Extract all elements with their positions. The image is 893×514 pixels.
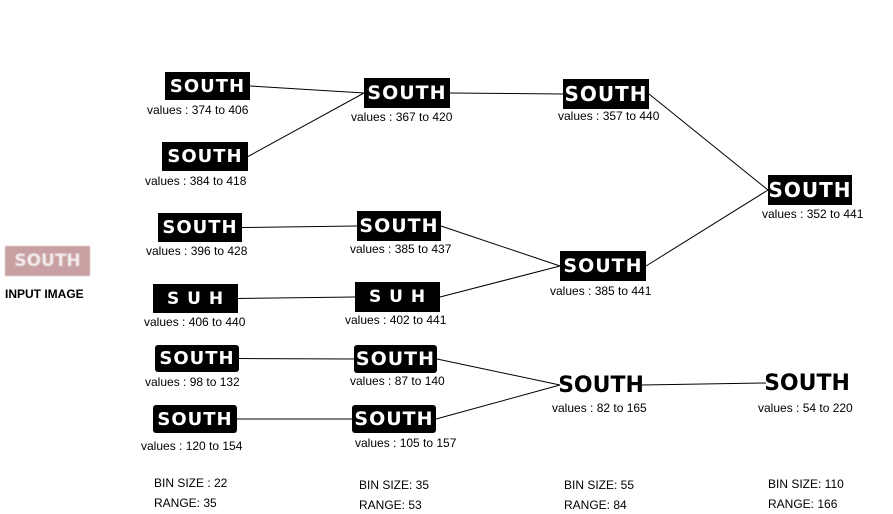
node-b5-image: SOUTH [352,405,436,433]
node-b1-image: SOUTH [364,78,450,108]
node-b3-values: values : 402 to 441 [345,313,447,327]
edge-a5-b4 [238,358,355,360]
node-b1-values: values : 367 to 420 [351,110,453,124]
node-b4-values: values : 87 to 140 [350,374,445,388]
node-b2-image: SOUTH [357,211,441,241]
input-image-caption: INPUT IMAGE [5,287,84,301]
edge-a3-b2 [241,225,358,228]
node-d2-values: values : 54 to 220 [758,401,853,415]
node-a3-values: values : 396 to 428 [146,244,248,258]
bin-size-col3: BIN SIZE: 55 [564,478,635,492]
node-c2-values: values : 385 to 441 [550,284,652,298]
range-col3: RANGE: 84 [564,498,627,512]
input-image: SOUTH [5,246,90,276]
range-col4: RANGE: 166 [768,497,838,511]
edge-a2-b1 [247,92,365,157]
edge-b5-c3 [435,384,561,420]
node-a2-values: values : 384 to 418 [145,174,247,188]
node-b3-image: S U H [355,282,440,312]
bin-info-col4: BIN SIZE: 110 RANGE: 166 [768,474,844,514]
node-a5-values: values : 98 to 132 [145,375,240,389]
node-a4-values: values : 406 to 440 [144,315,246,329]
node-b5-values: values : 105 to 157 [355,436,457,450]
node-a3-image: SOUTH [158,213,242,242]
edge-b1-c1 [449,92,564,95]
edge-b2-c2 [440,225,561,267]
node-a6-image: SOUTH [153,405,237,433]
bin-size-col4: BIN SIZE: 110 [768,477,844,491]
edge-c2-d1 [645,189,769,267]
node-a1-image: SOUTH [165,72,250,100]
node-b2-values: values : 385 to 437 [350,242,452,256]
bin-info-col2: BIN SIZE: 35 RANGE: 53 [359,475,429,514]
bin-info-col3: BIN SIZE: 55 RANGE: 84 [564,475,634,514]
node-a4-image: S U H [153,284,238,313]
edge-c3-d2 [641,382,767,386]
edge-b3-c2 [439,265,561,298]
node-c1-image: SOUTH [563,79,649,109]
edge-a1-b1 [249,85,365,94]
node-a2-image: SOUTH [162,142,248,171]
node-d2-image: SOUTH [766,370,848,396]
node-a1-values: values : 374 to 406 [147,103,249,117]
node-b4-image: SOUTH [354,345,437,373]
bin-size-col1: BIN SIZE : 22 [154,476,228,490]
node-d1-values: values : 352 to 441 [762,207,864,221]
node-d1-image: SOUTH [768,175,852,205]
range-col2: RANGE: 53 [359,498,422,512]
node-c3-image: SOUTH [560,372,642,398]
node-a6-values: values : 120 to 154 [141,439,243,453]
bin-info-col1: BIN SIZE : 22 RANGE: 35 [154,473,227,513]
edge-a4-b3 [237,296,356,299]
node-a5-image: SOUTH [155,345,239,372]
range-col1: RANGE: 35 [154,496,217,510]
node-c3-values: values : 82 to 165 [552,401,647,415]
bin-size-col2: BIN SIZE: 35 [359,478,430,492]
edge-c1-d1 [648,93,769,191]
node-c1-values: values : 357 to 440 [558,109,660,123]
edge-b4-c3 [436,358,561,386]
node-c2-image: SOUTH [560,251,646,281]
